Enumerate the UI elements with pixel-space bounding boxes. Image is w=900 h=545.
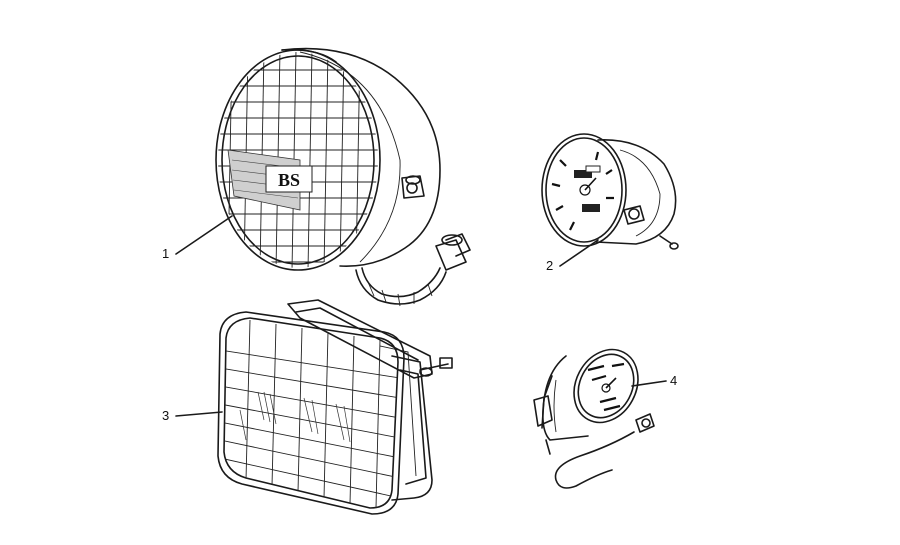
callout-label-3: 3: [162, 408, 169, 423]
headlamp-mount-bolt: [401, 175, 425, 199]
headlamp-wiring-connector: [355, 233, 471, 307]
callout-4: 4: [631, 373, 677, 388]
headlamp-emblem-text: BS: [278, 170, 300, 190]
callout-3: 3: [162, 408, 223, 423]
speedometer-gauge: [541, 133, 679, 250]
callout-label-1: 1: [162, 246, 169, 261]
rectangular-headlamp: [217, 299, 453, 515]
rect-headlamp-adjust-screw: [419, 357, 453, 377]
callout-1: 1: [162, 215, 233, 261]
callout-label-4: 4: [670, 373, 677, 388]
callout-label-2: 2: [546, 258, 553, 273]
round-lens-grid: BS: [218, 52, 378, 268]
rect-lens-pattern: [224, 319, 398, 508]
small-gauge: [533, 348, 655, 489]
callout-2: 2: [546, 239, 599, 273]
round-headlamp: BS: [215, 47, 471, 307]
